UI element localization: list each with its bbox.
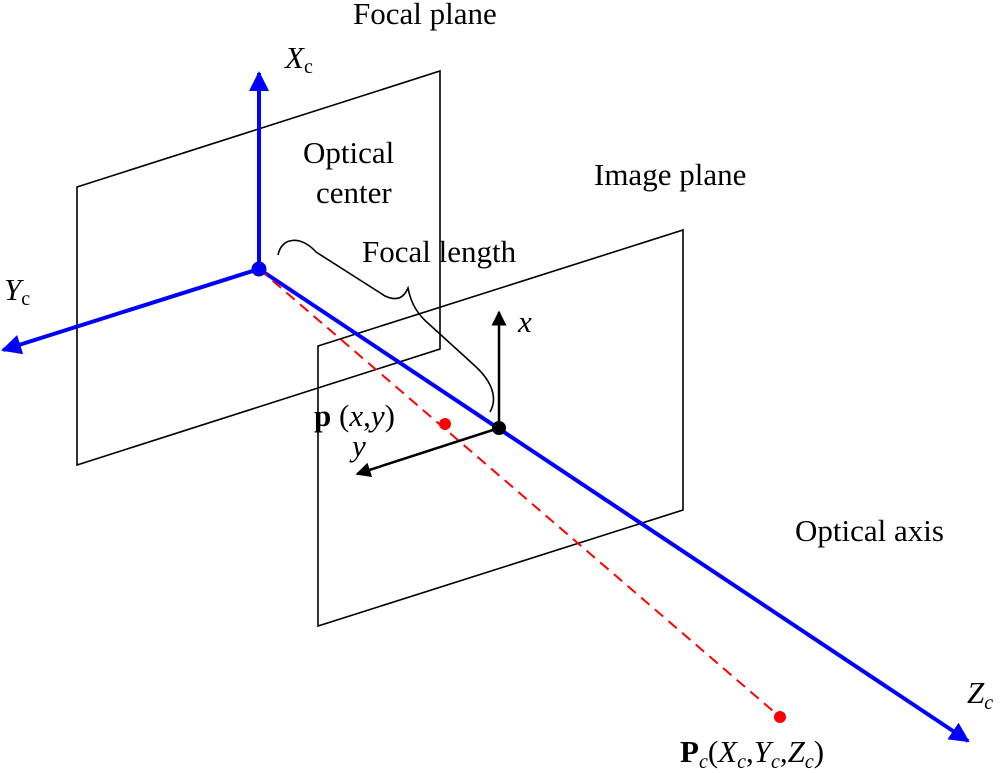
world-point-P-sub: c (699, 751, 708, 773)
axis-xc-sub: c (304, 56, 313, 78)
world-point-Z: Z (788, 734, 806, 769)
image-axis-y-label: y (349, 428, 366, 463)
axis-zc-label: Zc (967, 675, 993, 714)
image-point-y: y (368, 398, 385, 433)
axis-yc (1, 267, 260, 355)
world-point-label: Pc(Xc,Yc,Zc) (680, 734, 824, 773)
image-axis-x-label: x (517, 304, 532, 339)
image-point-p-symbol: p (314, 398, 331, 433)
focal-plane (76, 69, 441, 467)
image-plane (317, 228, 684, 628)
projection-ray (258, 268, 781, 718)
optical-axis-label: Optical axis (795, 513, 944, 548)
axis-zc-main: Z (967, 675, 985, 710)
image-point-close: ) (385, 398, 395, 433)
world-point-Y-sub: c (771, 751, 780, 773)
world-point-close: ) (814, 734, 824, 769)
optical-center-point (251, 261, 267, 277)
axis-zc-sub: c (984, 692, 993, 714)
world-point-open: ( (708, 734, 718, 769)
image-point-comma: , (363, 398, 371, 433)
axis-yc-label: Yc (4, 272, 30, 310)
focal-length-label: Focal length (362, 234, 517, 269)
axis-yc-main: Y (4, 272, 24, 307)
principal-point (492, 421, 506, 435)
axis-xc-main: X (283, 40, 305, 75)
world-point-Z-sub: c (805, 751, 814, 773)
world-point-P: P (680, 734, 699, 769)
image-point-label: p (x,y) (314, 398, 395, 433)
image-point-p (439, 418, 451, 430)
image-axis-y (355, 426, 500, 477)
image-plane-label: Image plane (594, 157, 746, 192)
axis-xc-label: Xc (283, 40, 313, 78)
optical-axis-zc (257, 267, 970, 743)
world-point-comma1: , (746, 734, 754, 769)
focal-plane-label: Focal plane (353, 0, 497, 31)
world-point-X: X (716, 734, 738, 769)
optical-center-label-line1: Optical (303, 135, 394, 170)
world-point-Y: Y (754, 734, 774, 769)
image-point-open: ( (331, 398, 349, 433)
axis-yc-sub: c (21, 288, 30, 310)
world-point-pc (774, 711, 786, 723)
focal-length-brace (277, 239, 495, 413)
optical-center-label-line2: center (316, 175, 392, 210)
world-point-comma2: , (780, 734, 788, 769)
world-point-X-sub: c (737, 751, 746, 773)
image-point-x: x (348, 398, 363, 433)
